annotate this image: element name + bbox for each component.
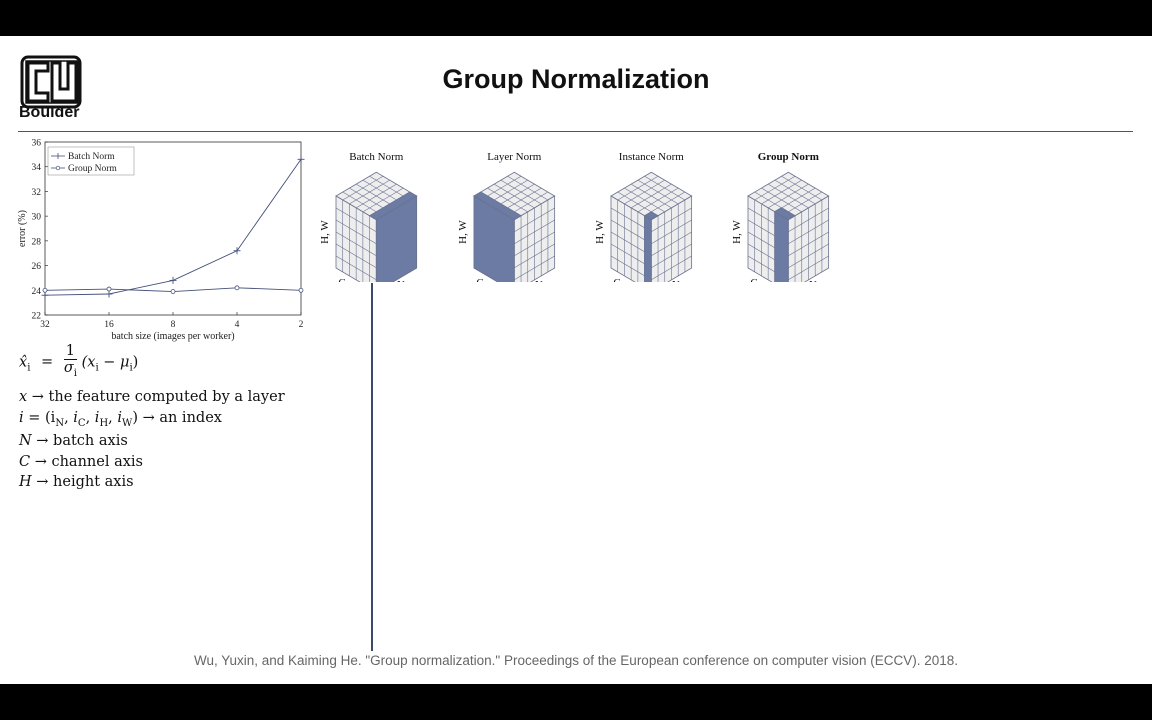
y-tick-label: 22 (32, 312, 42, 322)
legend-label: Batch Norm (68, 152, 115, 162)
norm-highlight-top (643, 211, 659, 221)
annotation-line (371, 283, 373, 651)
math-line-channel: C → channel axis (19, 454, 143, 470)
cube-batch-norm: Batch Norm H, W C N (319, 151, 418, 282)
y-tick-label: 24 (32, 287, 42, 297)
data-point-batch-norm (41, 291, 49, 299)
logo-wordmark: Boulder (19, 104, 80, 121)
data-point-group-norm (42, 287, 48, 293)
title-divider (18, 131, 1133, 132)
chart-series (41, 155, 305, 299)
series-line-batch-norm (44, 159, 302, 296)
y-axis-label: error (%) (18, 210, 28, 247)
cube-group-norm: Group Norm H, W C N (731, 151, 830, 282)
slide-title: Group Normalization (442, 64, 710, 94)
cube-title: Instance Norm (619, 151, 685, 163)
data-point-group-norm (106, 286, 112, 292)
y-tick-label: 30 (32, 213, 42, 223)
error-vs-batch-chart: 22 24 26 28 30 32 34 36 32 16 8 4 2 batch size (image… (18, 139, 305, 343)
axis-label-c: C (750, 277, 757, 282)
axis-label-hw: H, W (731, 220, 743, 244)
axis-label-c: C (613, 277, 620, 282)
data-point-group-norm (298, 287, 304, 293)
norm-highlight-top (773, 207, 796, 221)
cube-instance-norm: Instance Norm H, W C N (594, 151, 693, 282)
grid-line (651, 255, 692, 281)
y-tick-label: 28 (32, 237, 42, 247)
citation: Wu, Yuxin, and Kaiming He. "Group normal… (193, 653, 958, 668)
data-point-group-norm (170, 289, 176, 294)
cube-layer-norm: Layer Norm H, W C N (457, 151, 556, 282)
x-tick-label: 8 (171, 320, 176, 330)
grid-line (788, 255, 829, 281)
data-point-group-norm (234, 285, 240, 291)
legend-marker-circle (55, 165, 61, 171)
cube-title: Layer Norm (487, 151, 542, 163)
x-tick-label: 4 (235, 320, 240, 330)
math-line-batch: N → batch axis (19, 433, 128, 449)
cu-logo (20, 55, 82, 109)
data-point-batch-norm (169, 276, 177, 284)
x-tick-label: 16 (104, 320, 114, 330)
norm-highlight-top (473, 191, 522, 221)
norm-highlight (644, 215, 652, 282)
axis-label-c: C (476, 277, 483, 282)
axis-label-n: N (535, 279, 543, 282)
axis-label-hw: H, W (594, 220, 606, 244)
chart-axes: 22 24 26 28 30 32 34 36 32 16 8 4 2 batch size (image… (18, 139, 304, 343)
grid-line (514, 255, 555, 281)
y-tick-label: 36 (32, 139, 42, 149)
math-line-index: i = (iN, iC, iH, iW) → an index (19, 410, 222, 429)
y-tick-label: 32 (32, 188, 42, 198)
axis-label-c: C (338, 277, 345, 282)
legend-box (47, 146, 135, 176)
x-axis-label: batch size (images per worker) (111, 331, 234, 342)
data-point-batch-norm (105, 290, 113, 298)
data-point-batch-norm (297, 155, 305, 163)
grid-line (335, 255, 377, 281)
norm-highlight (774, 210, 789, 282)
axis-label-hw: H, W (319, 220, 331, 244)
y-tick-label: 34 (32, 163, 42, 173)
data-point-batch-norm (233, 247, 241, 255)
gn-formula: x̂i = 1 σi (xi − μi) (19, 343, 139, 379)
norm-highlight-top (368, 191, 418, 221)
axis-label-n: N (809, 279, 817, 282)
math-line-feature: x → the feature computed by a layer (19, 389, 285, 405)
x-tick-label: 2 (299, 320, 304, 330)
math-line-height: H → height axis (19, 474, 134, 490)
cube-title: Batch Norm (349, 151, 404, 163)
cube-title: Group Norm (758, 151, 819, 163)
y-tick-label: 26 (32, 262, 42, 272)
x-tick-label: 32 (40, 320, 50, 330)
axis-label-n: N (397, 279, 405, 282)
axis-label-n: N (672, 279, 680, 282)
axis-label-hw: H, W (457, 220, 469, 244)
legend-label: Group Norm (68, 164, 117, 174)
